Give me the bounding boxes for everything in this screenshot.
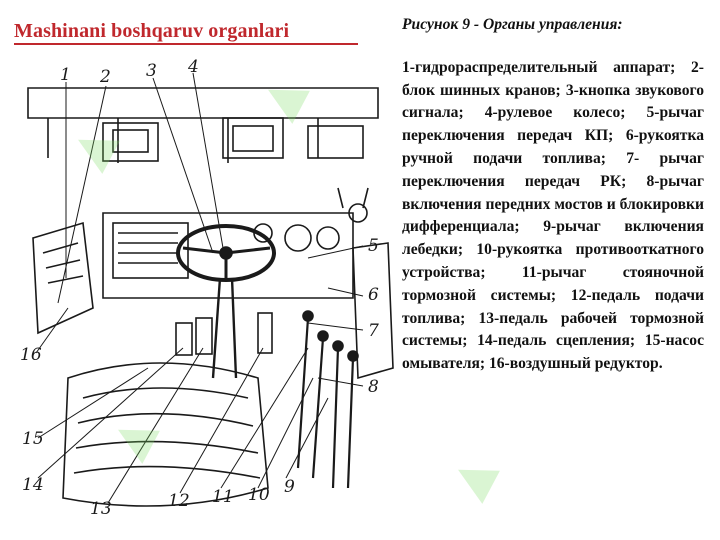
callout-2: 2 — [99, 67, 111, 87]
caption-heading: Рисунок 9 - Органы управления: — [402, 16, 623, 33]
callout-12: 12 — [168, 491, 190, 511]
caption-body: 1-гидрораспределительный аппарат; 2-блок… — [402, 58, 704, 373]
watermark-shape: ▲ — [425, 432, 519, 522]
callout-6: 6 — [368, 285, 379, 305]
figure-caption: Рисунок 9 - Органы управления: 1-гидрора… — [402, 14, 704, 376]
callout-3: 3 — [146, 61, 157, 81]
callout-9: 9 — [284, 477, 295, 497]
callout-16: 16 — [20, 345, 42, 365]
title-underline — [14, 43, 358, 45]
callout-14: 14 — [22, 475, 44, 495]
callout-7: 7 — [368, 321, 379, 341]
callout-1: 1 — [60, 65, 71, 85]
callout-11: 11 — [212, 487, 234, 507]
callout-4: 4 — [187, 57, 199, 77]
callout-13: 13 — [90, 499, 112, 519]
slide-title: Mashinani boshqaruv organlari — [14, 20, 290, 42]
callout-8: 8 — [368, 377, 379, 397]
callout-5: 5 — [368, 236, 379, 256]
callout-15: 15 — [22, 429, 44, 449]
control-cabin-drawing: 1 2 3 4 5 6 7 8 16 15 14 13 12 11 10 9 — [20, 57, 394, 519]
callout-10: 10 — [248, 485, 270, 505]
